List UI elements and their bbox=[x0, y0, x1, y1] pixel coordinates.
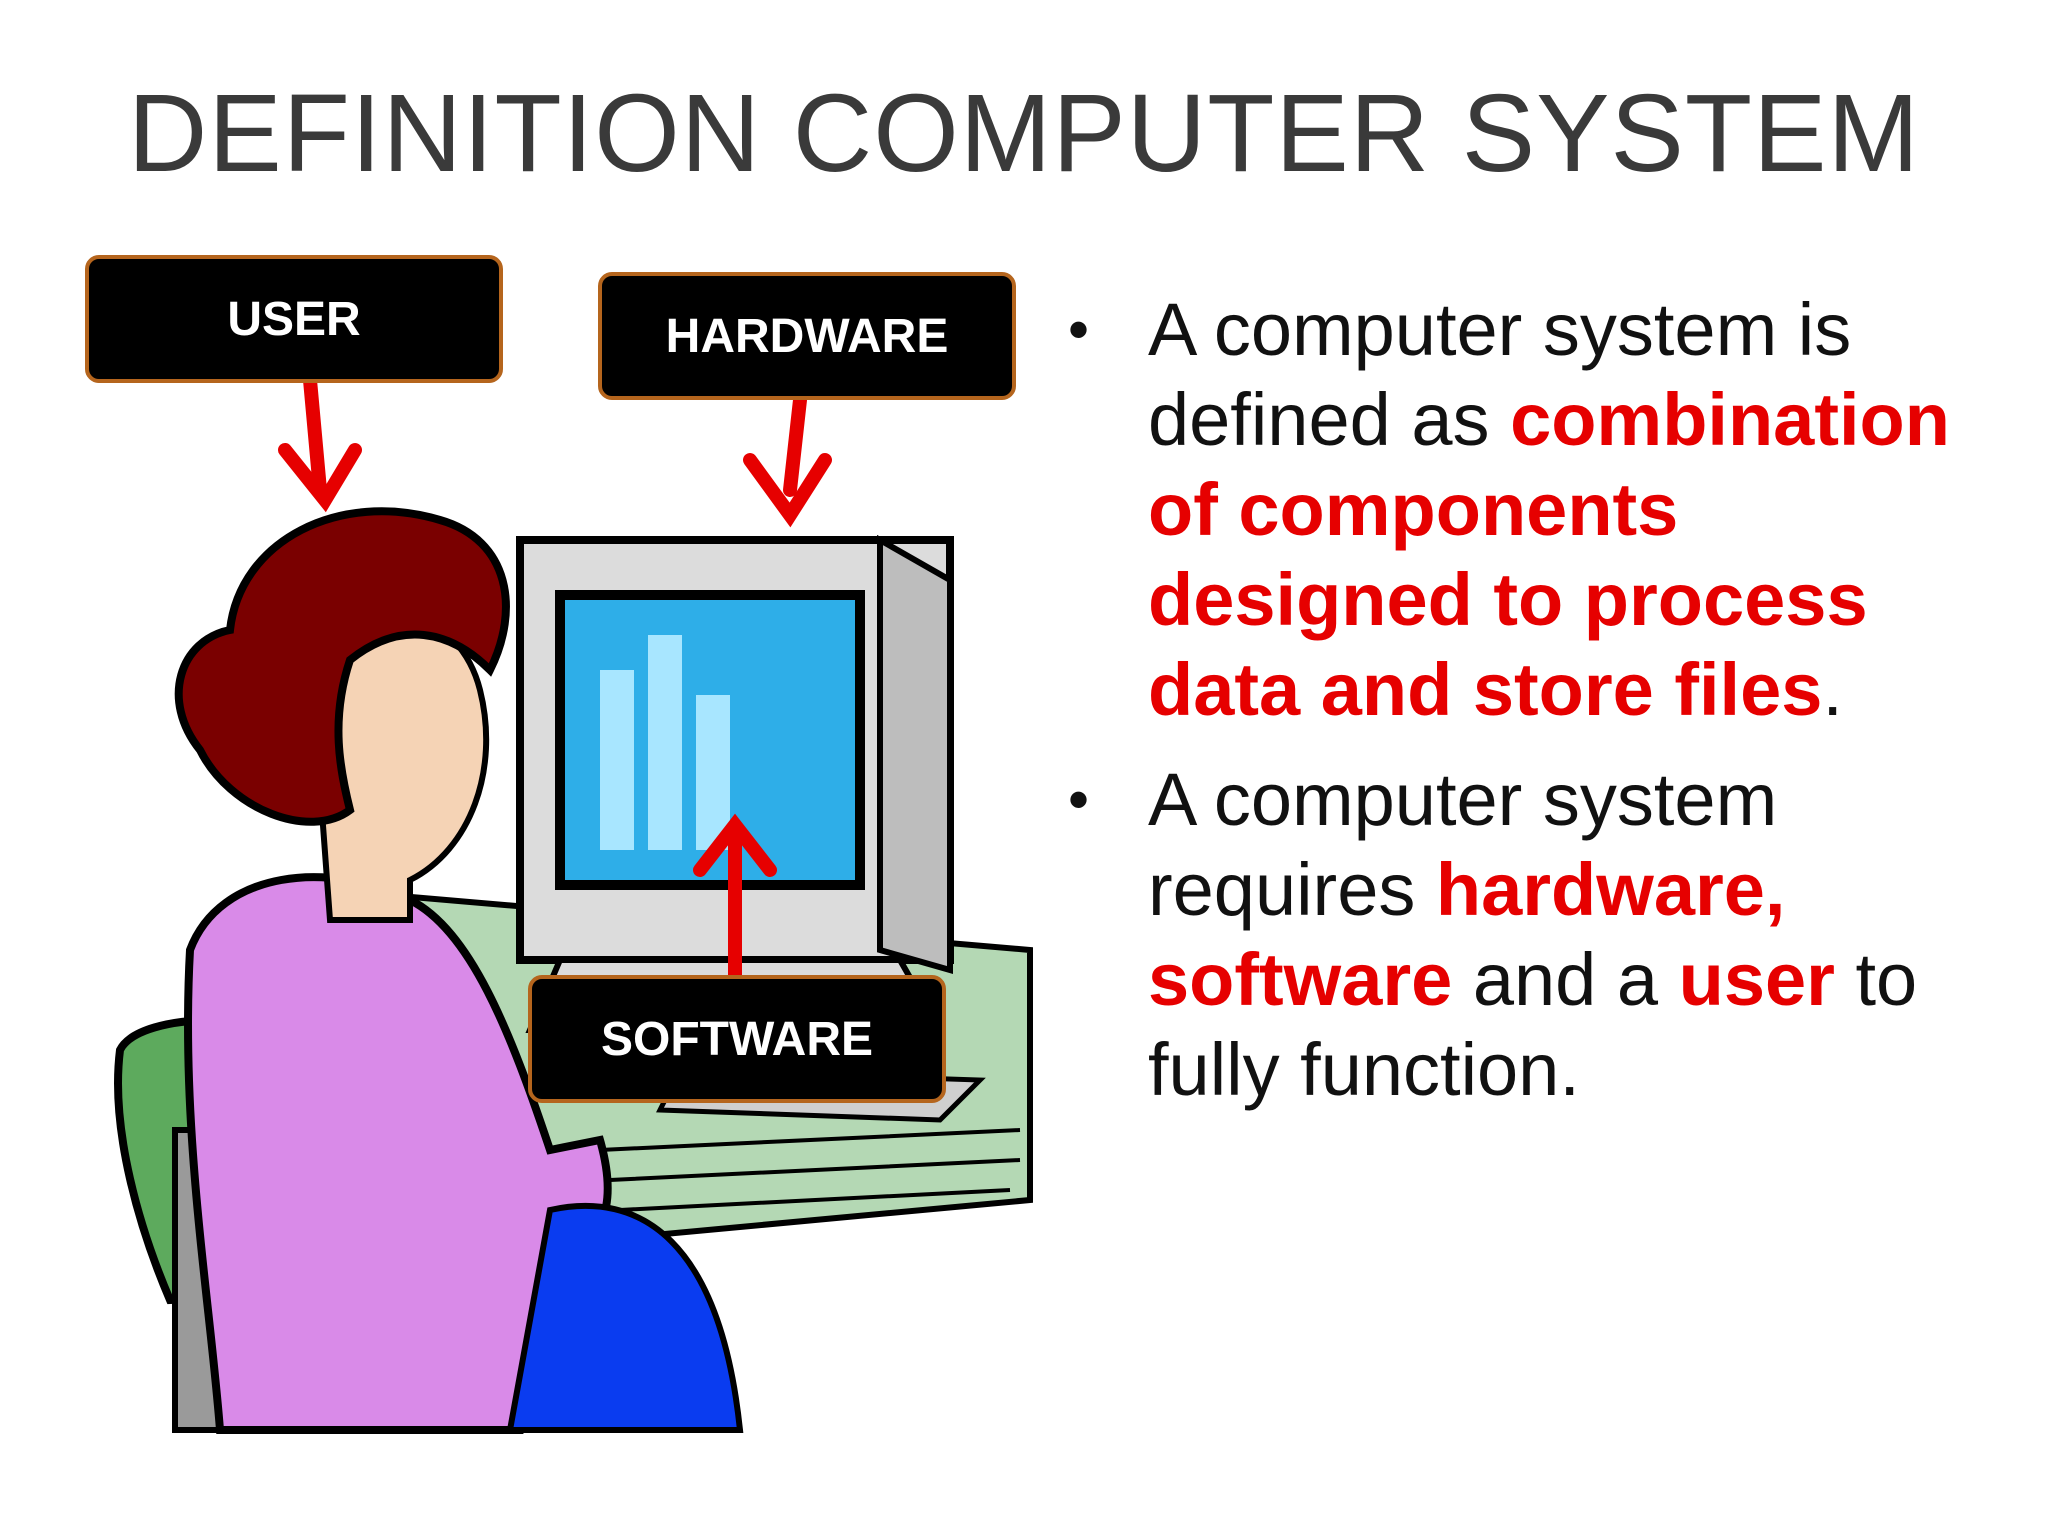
bullet-dot-icon: • bbox=[1068, 296, 1090, 363]
hardware-label: HARDWARE bbox=[598, 272, 1016, 400]
arrow-up-icon bbox=[693, 813, 777, 997]
highlight-text: user bbox=[1678, 938, 1835, 1021]
screen-bar-3 bbox=[696, 695, 730, 850]
user-label: USER bbox=[85, 255, 503, 383]
definition-bullet-list: • A computer system is defined as combin… bbox=[1060, 285, 2000, 1135]
woman-at-computer-illustration bbox=[114, 373, 1033, 1434]
screen-bar-1 bbox=[600, 670, 634, 850]
bullet-item-definition: • A computer system is defined as combin… bbox=[1060, 285, 2000, 735]
highlight-text: hardware, software bbox=[1148, 848, 1786, 1021]
bullet-text: . bbox=[1822, 648, 1843, 731]
slide-title: DEFINITION COMPUTER SYSTEM bbox=[127, 72, 1921, 195]
bullet-text: A computer system requires bbox=[1148, 758, 1778, 931]
bullet-dot-icon: • bbox=[1068, 766, 1090, 833]
bullet-text: and a bbox=[1452, 938, 1679, 1021]
bullet-item-requirements: • A computer system requires hardware, s… bbox=[1060, 755, 2000, 1115]
software-label: SOFTWARE bbox=[528, 975, 946, 1103]
woman-hair bbox=[174, 507, 510, 826]
arrow-down-icon bbox=[278, 373, 362, 513]
bullet-text: to fully function. bbox=[1148, 938, 1918, 1111]
arrow-down-icon bbox=[743, 393, 832, 528]
screen-bar-2 bbox=[648, 635, 682, 850]
bullet-text: A computer system is defined as bbox=[1148, 288, 1852, 461]
highlight-text: combination of components designed to pr… bbox=[1148, 378, 1950, 731]
